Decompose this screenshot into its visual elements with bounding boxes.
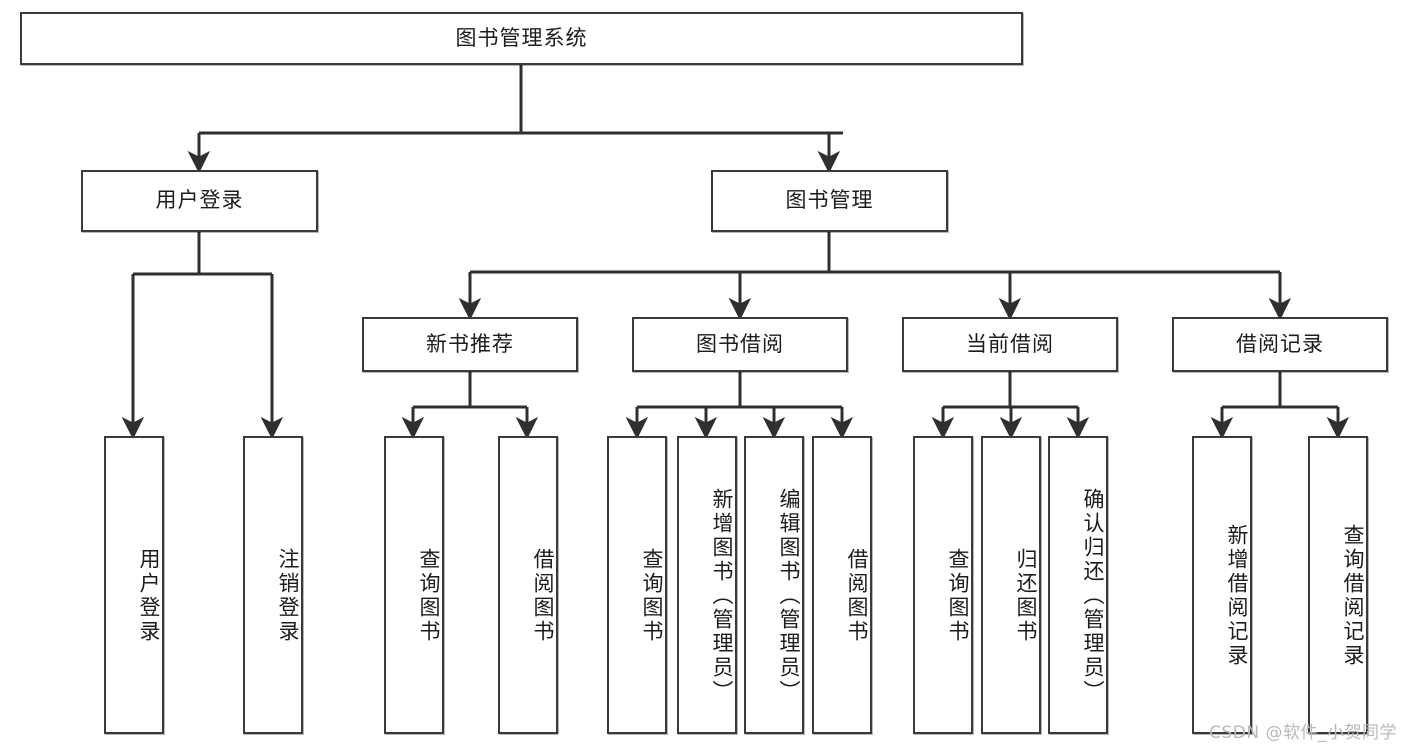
node-leaf-current-return-label: 归还图书	[1014, 548, 1038, 644]
node-leaf-record-add[interactable]: 新增借阅记录	[1192, 436, 1252, 734]
node-borrow-record-label: 借阅记录	[1236, 331, 1324, 356]
node-leaf-book-add-admin[interactable]: 新增图书（管理员）	[677, 436, 737, 734]
node-user-login-label: 用户登录	[155, 188, 244, 213]
node-leaf-current-return[interactable]: 归还图书	[981, 436, 1041, 734]
node-leaf-book-borrow-action-label: 借阅图书	[845, 548, 869, 644]
node-current-borrow-label: 当前借阅	[966, 331, 1054, 356]
node-root[interactable]: 图书管理系统	[20, 12, 1023, 65]
node-leaf-book-add-admin-label: 新增图书（管理员）	[710, 488, 734, 704]
node-leaf-record-add-label: 新增借阅记录	[1225, 524, 1249, 668]
node-new-book-recommend[interactable]: 新书推荐	[362, 317, 578, 372]
node-leaf-user-login-1-label: 用户登录	[137, 548, 161, 644]
node-leaf-confirm-return-admin-label: 确认归还（管理员）	[1081, 488, 1105, 704]
node-leaf-book-edit-admin-label: 编辑图书（管理员）	[777, 488, 801, 704]
node-leaf-current-query[interactable]: 查询图书	[913, 436, 973, 734]
node-root-label: 图书管理系统	[455, 25, 588, 50]
node-leaf-new-book-query-label: 查询图书	[417, 548, 441, 644]
node-leaf-new-book-query[interactable]: 查询图书	[384, 436, 444, 734]
node-book-management[interactable]: 图书管理	[711, 170, 948, 232]
node-book-borrow[interactable]: 图书借阅	[632, 317, 848, 372]
node-borrow-record[interactable]: 借阅记录	[1172, 317, 1388, 372]
node-leaf-book-edit-admin[interactable]: 编辑图书（管理员）	[744, 436, 804, 734]
node-leaf-user-logout[interactable]: 注销登录	[243, 436, 303, 734]
node-leaf-record-query[interactable]: 查询借阅记录	[1308, 436, 1368, 734]
watermark-text: CSDN @软件_小贺同学	[1209, 723, 1397, 743]
node-leaf-confirm-return-admin[interactable]: 确认归还（管理员）	[1048, 436, 1108, 734]
node-book-borrow-label: 图书借阅	[696, 331, 784, 356]
node-leaf-book-borrow-action[interactable]: 借阅图书	[812, 436, 872, 734]
node-leaf-current-query-label: 查询图书	[946, 548, 970, 644]
node-leaf-book-borrow-query-label: 查询图书	[640, 548, 664, 644]
node-new-book-recommend-label: 新书推荐	[426, 331, 514, 356]
node-leaf-book-borrow-query[interactable]: 查询图书	[607, 436, 667, 734]
node-leaf-user-login-1[interactable]: 用户登录	[104, 436, 164, 734]
node-user-login[interactable]: 用户登录	[81, 170, 318, 232]
node-leaf-user-logout-label: 注销登录	[276, 548, 300, 644]
node-book-management-label: 图书管理	[785, 188, 874, 213]
node-current-borrow[interactable]: 当前借阅	[902, 317, 1118, 372]
node-leaf-record-query-label: 查询借阅记录	[1341, 524, 1365, 668]
node-leaf-new-book-borrow-label: 借阅图书	[531, 548, 555, 644]
node-leaf-new-book-borrow[interactable]: 借阅图书	[498, 436, 558, 734]
